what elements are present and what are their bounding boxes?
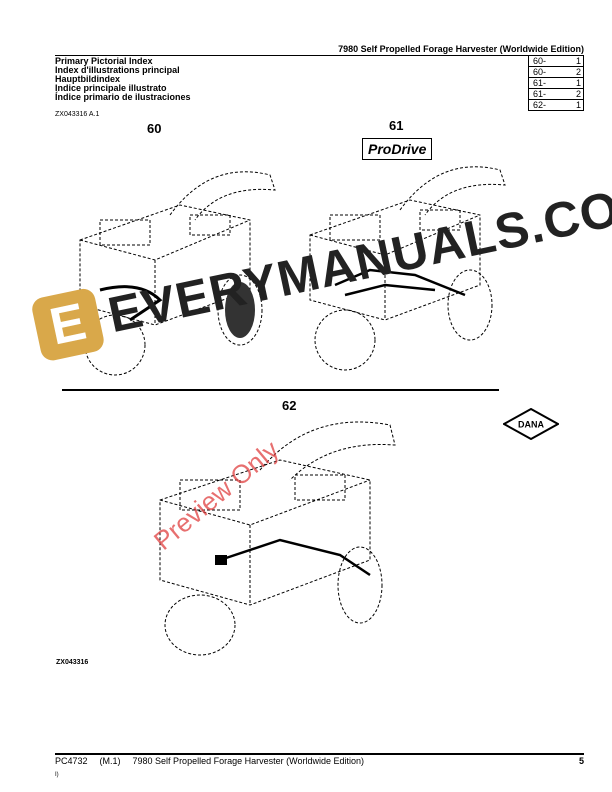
doc-number: PC4732 [55, 756, 88, 766]
title-es: Índice primario de ilustraciones [55, 92, 191, 102]
index-row[interactable]: 61- 1 [529, 78, 583, 89]
index-row[interactable]: 60- 1 [529, 56, 583, 67]
section-divider [62, 389, 499, 391]
page-number: 5 [578, 756, 584, 766]
index-table: 60- 1 60- 2 61- 1 61- 2 62- 1 [528, 56, 584, 111]
group: 62- [533, 100, 547, 110]
svg-text:DANA: DANA [518, 420, 544, 430]
title-de: Hauptbildindex [55, 74, 120, 84]
watermark-logo: E [30, 286, 106, 363]
footer-title: 7980 Self Propelled Forage Harvester (Wo… [132, 756, 364, 766]
prodrive-logo: ProDrive [362, 138, 433, 160]
header-title: 7980 Self Propelled Forage Harvester (Wo… [338, 44, 584, 54]
index-row[interactable]: 62- 1 [529, 100, 583, 111]
title-en: Primary Pictorial Index [55, 56, 153, 66]
footer-rule [55, 753, 584, 755]
group: 61- [533, 89, 547, 99]
revision: (M.1) [99, 756, 121, 766]
footer: PC4732 (M.1) 7980 Self Propelled Forage Ha… [55, 756, 376, 766]
title-fr: Index d'illustrations principal [55, 65, 180, 75]
image-code: ZX043316 [56, 659, 89, 666]
title-it: Indice principale illustrato [55, 83, 167, 93]
header-rule [55, 55, 584, 56]
num: 2 [575, 89, 581, 99]
figure-label-60[interactable]: 60 [147, 121, 162, 136]
group: 60- [533, 67, 547, 77]
num: 1 [575, 100, 581, 110]
group: 61- [533, 78, 547, 88]
dana-logo: DANA [503, 408, 559, 440]
group: 60- [533, 56, 547, 66]
index-row[interactable]: 61- 2 [529, 89, 583, 100]
harvester-illustration-62[interactable] [120, 410, 420, 660]
harvester-illustration-61[interactable] [295, 155, 515, 380]
num: 2 [575, 67, 581, 77]
footer-small: I) [55, 772, 59, 778]
num: 1 [575, 56, 581, 66]
figure-label-62[interactable]: 62 [282, 398, 297, 413]
index-row[interactable]: 60- 2 [529, 67, 583, 78]
index-titles: Primary Pictorial Index Index d'illustra… [55, 57, 191, 102]
figure-label-61[interactable]: 61 [389, 118, 404, 133]
num: 1 [575, 78, 581, 88]
reference-code: ZX043316 A.1 [55, 111, 100, 118]
